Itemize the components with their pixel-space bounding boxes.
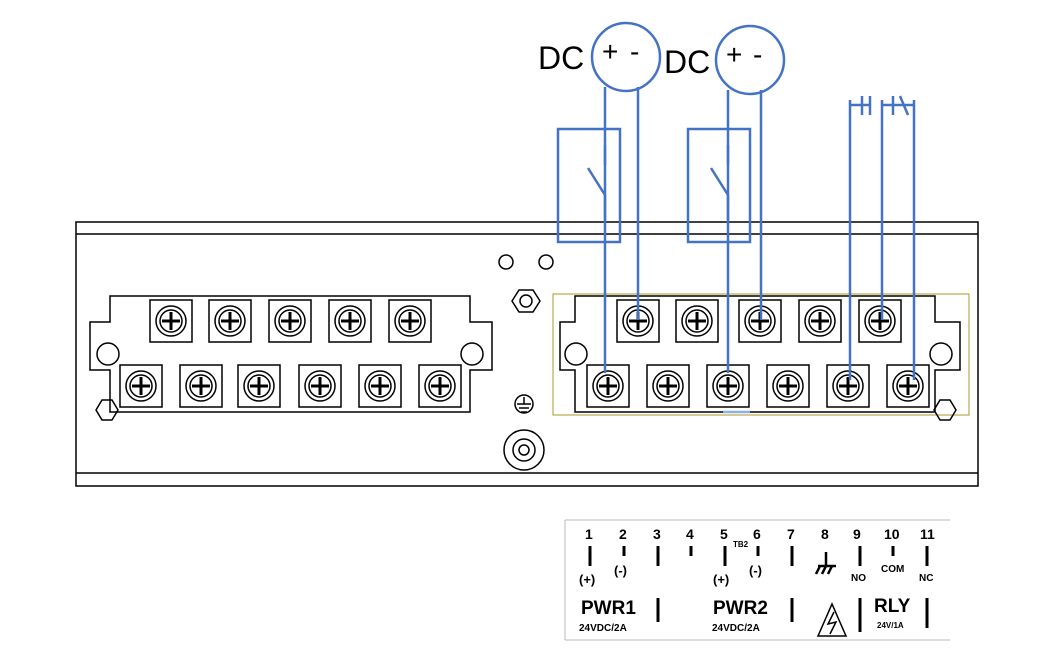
legend-bars xyxy=(588,546,929,632)
dc-source-1-label: DC xyxy=(538,40,585,76)
right-terminal-block xyxy=(552,293,970,421)
terminal-number: 6 xyxy=(753,526,761,542)
left-bottom-screw xyxy=(418,364,462,408)
pwr2-rating: 24VDC/2A xyxy=(712,623,760,634)
terminal-number: 10 xyxy=(884,526,900,542)
left-bottom-screw xyxy=(179,364,223,408)
tb-label: TB2 xyxy=(733,540,749,549)
dc-source-2-minus: - xyxy=(753,39,763,70)
dc-source-2-label: DC xyxy=(664,44,711,80)
rly-rating: 24V/1A xyxy=(877,621,904,630)
device-housing xyxy=(75,221,979,487)
pwr2-minus-label: (-) xyxy=(749,563,762,578)
terminal-number: 3 xyxy=(653,526,661,542)
left-top-screw xyxy=(208,299,252,343)
right-bottom-screw xyxy=(766,364,810,408)
dc-source-2-circle xyxy=(714,24,786,96)
switch-2-box xyxy=(686,127,752,244)
terminal-number: 8 xyxy=(821,526,829,542)
right-bottom-screw xyxy=(826,364,870,408)
relay-no-label: NO xyxy=(851,573,866,584)
pwr1-minus-label: (-) xyxy=(614,563,627,578)
right-top-screw xyxy=(675,299,719,343)
left-top-screw xyxy=(149,299,193,343)
led-indicators xyxy=(498,254,554,270)
right-bottom-screw xyxy=(586,364,630,408)
dc-source-1-circle xyxy=(590,21,662,93)
right-top-screw xyxy=(858,299,902,343)
switch-1-box xyxy=(556,127,622,244)
left-bottom-screw xyxy=(237,364,281,408)
right-bottom-screw xyxy=(886,364,930,408)
terminal-number: 5 xyxy=(720,526,728,542)
pwr1-plus-label: (+) xyxy=(579,572,596,587)
pwr2-name: PWR2 xyxy=(713,598,768,619)
terminal-number: 7 xyxy=(787,526,795,542)
right-bottom-screw xyxy=(646,364,690,408)
hex-nut xyxy=(511,289,541,313)
ground-symbol xyxy=(514,394,534,414)
right-top-screw xyxy=(798,299,842,343)
terminal-number: 1 xyxy=(585,526,593,542)
pwr1-rating: 24VDC/2A xyxy=(579,623,627,634)
wires xyxy=(556,21,916,414)
left-bottom-screw xyxy=(119,364,163,408)
left-terminal-block xyxy=(89,295,493,421)
dc-source-2-plus: + xyxy=(726,39,743,70)
relay-com-label: COM xyxy=(881,564,905,575)
pwr2-plus-label: (+) xyxy=(713,572,730,587)
legend-plate xyxy=(564,519,950,641)
left-top-screw xyxy=(328,299,372,343)
pwr1-name: PWR1 xyxy=(581,598,636,619)
dc-source-1-minus: - xyxy=(630,36,640,67)
ground-screw xyxy=(503,429,545,471)
left-bottom-screw xyxy=(358,364,402,408)
left-bottom-screw xyxy=(298,364,342,408)
left-top-screw xyxy=(268,299,312,343)
terminal-number: 4 xyxy=(686,526,694,542)
terminal-number: 11 xyxy=(920,526,935,542)
left-top-screw xyxy=(388,299,432,343)
terminal-number: 2 xyxy=(619,526,627,542)
terminal-number: 9 xyxy=(853,526,861,542)
warning-symbol xyxy=(816,602,848,637)
relay-nc-label: NC xyxy=(919,573,934,584)
rly-name: RLY xyxy=(874,596,911,617)
earth-symbol xyxy=(814,552,836,575)
dc-source-1-plus: + xyxy=(602,36,619,67)
